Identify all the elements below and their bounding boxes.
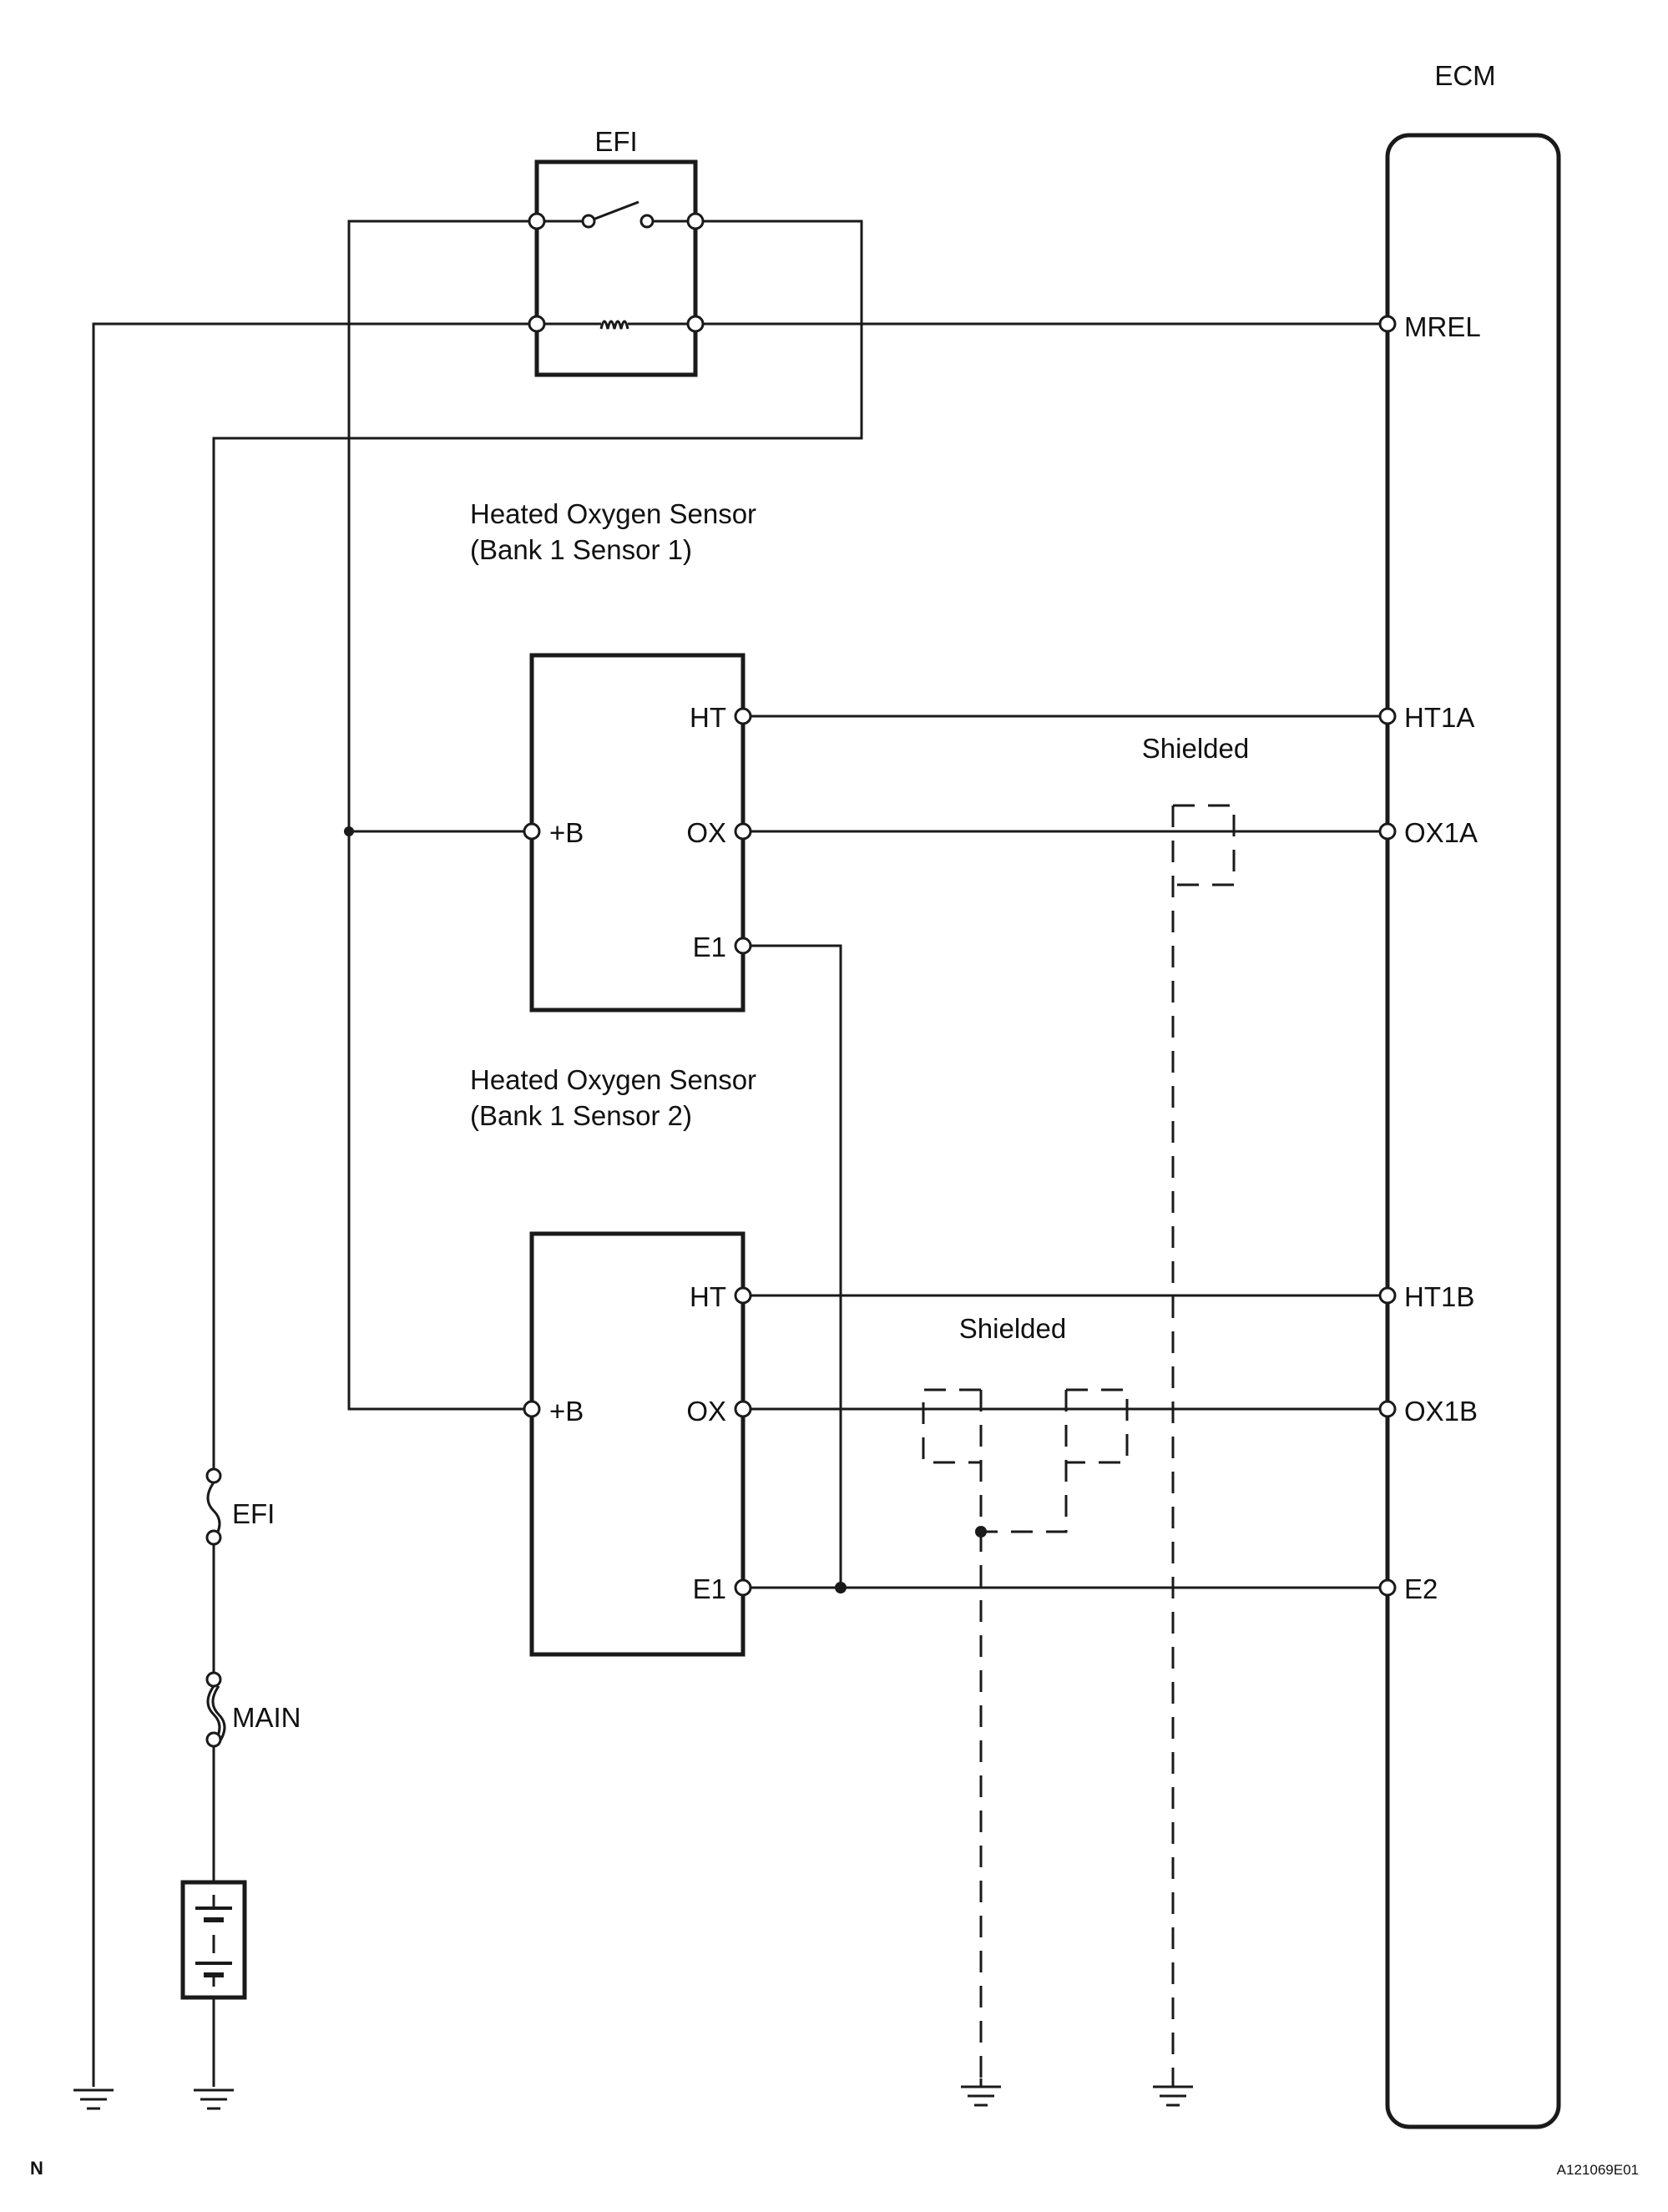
shield-lower-label: Shielded bbox=[959, 1313, 1066, 1344]
sensor2-pin-ht: HT bbox=[690, 1281, 726, 1312]
ecm-pin-ht1b: HT1B bbox=[1404, 1281, 1474, 1312]
relay-switch-contact bbox=[588, 200, 639, 223]
ground-icon-shield-lower bbox=[961, 2078, 1001, 2107]
fuse-efi: EFI bbox=[205, 1467, 275, 1546]
sensor2-pin-ox: OX bbox=[686, 1396, 726, 1427]
fuse-main-label: MAIN bbox=[232, 1702, 301, 1733]
ground-icon-battery bbox=[194, 2088, 234, 2110]
wiring bbox=[92, 220, 1397, 2087]
sensor1-pin-b: +B bbox=[549, 817, 584, 848]
sensor2-title-line1: Heated Oxygen Sensor bbox=[470, 1064, 756, 1095]
efi-relay-label: EFI bbox=[594, 126, 637, 157]
oxygen-sensor-bank1-sensor2: Heated Oxygen Sensor (Bank 1 Sensor 2) H… bbox=[470, 1064, 756, 1657]
ground-icon-left bbox=[73, 2088, 114, 2110]
ecm-title: ECM bbox=[1434, 60, 1495, 91]
ecm-pin-ox1b: OX1B bbox=[1404, 1396, 1478, 1427]
ecm-pin-ht1a: HT1A bbox=[1404, 702, 1474, 733]
sensor2-title-line2: (Bank 1 Sensor 2) bbox=[470, 1100, 692, 1131]
fuse-main: MAIN bbox=[205, 1671, 301, 1748]
oxygen-sensor-bank1-sensor1: Heated Oxygen Sensor (Bank 1 Sensor 1) H… bbox=[470, 498, 756, 1013]
ecm-pin-e2: E2 bbox=[1404, 1573, 1438, 1604]
ecm-pin-mrel: MREL bbox=[1404, 311, 1481, 342]
sensor1-title-line2: (Bank 1 Sensor 1) bbox=[470, 534, 692, 565]
ground-icon-shield-upper bbox=[1153, 2078, 1193, 2107]
shield-junction-dot bbox=[975, 1526, 987, 1538]
bus-junction-dot bbox=[344, 826, 354, 836]
fuse-efi-label: EFI bbox=[232, 1498, 275, 1529]
shield-upper-label: Shielded bbox=[1142, 733, 1249, 764]
sensor2-pin-b: +B bbox=[549, 1396, 584, 1427]
shield-upper: Shielded bbox=[1142, 733, 1249, 2078]
sensor1-pin-ox: OX bbox=[686, 817, 726, 848]
sensor1-pin-e1: E1 bbox=[693, 932, 726, 962]
shield-lower: Shielded bbox=[922, 1313, 1129, 2078]
battery-icon bbox=[180, 1880, 247, 2000]
sensor2-pin-e1: E1 bbox=[693, 1573, 726, 1604]
sensor2-box bbox=[529, 1231, 746, 1657]
corner-label: N bbox=[30, 2158, 43, 2179]
sensor1-pin-ht: HT bbox=[690, 702, 726, 733]
ecm-pin-ox1a: OX1A bbox=[1404, 817, 1478, 848]
ecm: ECM MREL HT1A OX1A HT1B OX1B E2 bbox=[1385, 60, 1561, 2129]
sensor1-title-line1: Heated Oxygen Sensor bbox=[470, 498, 756, 529]
efi-relay: EFI bbox=[528, 126, 705, 377]
efi-relay-box bbox=[534, 159, 698, 377]
figure-id: A121069E01 bbox=[1557, 2162, 1639, 2178]
relay-coil-icon bbox=[599, 320, 629, 330]
e1-junction-dot bbox=[835, 1582, 847, 1593]
ecm-box bbox=[1385, 133, 1561, 2129]
